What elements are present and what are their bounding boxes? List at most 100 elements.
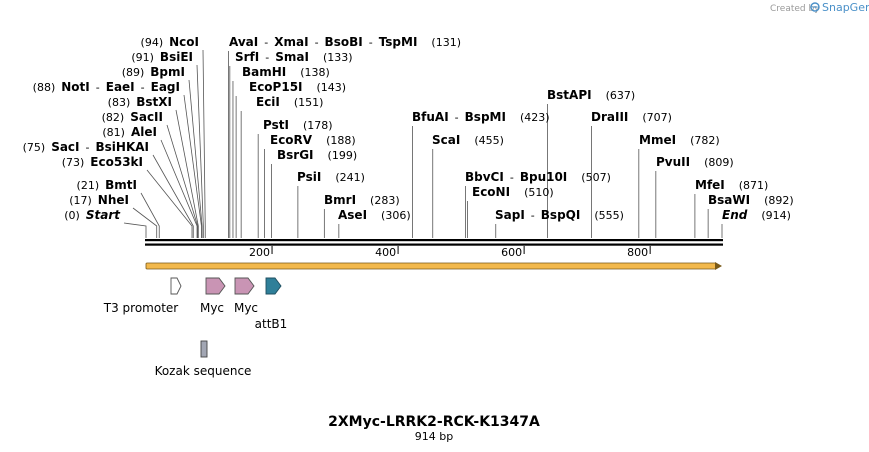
site-label: (21)BmtI <box>77 178 137 192</box>
site-psti: PstI(178) <box>263 118 333 132</box>
site-label: BamHI(138) <box>242 65 330 79</box>
dna-backbone <box>145 239 723 246</box>
site-leader <box>196 64 204 238</box>
site-start: (0)Start <box>64 208 121 222</box>
site-leader <box>202 49 206 238</box>
site-ecop15i: EcoP15I(143) <box>249 80 346 94</box>
site-label: EcoRV(188) <box>270 133 356 147</box>
site-label: AseI(306) <box>338 208 411 222</box>
site-label: EciI(151) <box>256 95 323 109</box>
site-label: (17)NheI <box>69 193 129 207</box>
feature-myc-1: Myc <box>200 277 226 315</box>
site-leader <box>166 124 199 238</box>
site-leader <box>152 154 194 238</box>
site-leader <box>132 207 158 238</box>
site-label: EcoP15I(143) <box>249 80 346 94</box>
site-leader <box>175 109 199 238</box>
site-pvuii: PvuII(809) <box>656 155 734 169</box>
site-label: MmeI(782) <box>639 133 720 147</box>
site-label: End(914) <box>722 208 791 222</box>
site-label: (94)NcoI <box>141 35 199 49</box>
feature-label: Myc <box>234 301 258 315</box>
site-noti-eaei-eagi: (88)NotI-EaeI-EagI <box>33 80 180 94</box>
feature-t3-promoter: T3 promoter <box>103 277 182 315</box>
site-psii: PsiI(241) <box>297 170 365 184</box>
site-label: BsaWI(892) <box>708 193 794 207</box>
snapgene-brand-label: SnapGene <box>822 1 869 14</box>
feature-label: attB1 <box>255 317 288 331</box>
site-srfi-smai: SrfI-SmaI(133) <box>235 50 353 64</box>
site-label: PvuII(809) <box>656 155 734 169</box>
site-nhei: (17)NheI <box>69 193 129 207</box>
site-label: BstAPI(637) <box>547 88 635 102</box>
site-bsrgi: BsrGI(199) <box>277 148 357 162</box>
feature-attb1: attB1 <box>255 277 288 331</box>
site-leader-lines <box>123 49 723 238</box>
feature-kozak-sequence: Kozak sequence <box>155 340 252 378</box>
site-label: BfuAI-BspMI(423) <box>412 110 550 124</box>
ruler-label: 200 <box>249 246 270 259</box>
site-mmei: MmeI(782) <box>639 133 720 147</box>
site-bsiei: (91)BsiEI <box>131 50 193 64</box>
site-label: (73)Eco53kI <box>62 155 143 169</box>
site-leader <box>140 192 160 238</box>
restriction-sites: (0)Start(17)NheI(21)BmtI (73)Eco53kI(75)S… <box>23 35 794 222</box>
snapgene-logo-icon <box>810 2 820 12</box>
site-bpmi: (89)BpmI <box>122 65 185 79</box>
feature-label: T3 promoter <box>103 301 179 315</box>
site-bamhi: BamHI(138) <box>242 65 330 79</box>
site-label: (88)NotI-EaeI-EagI <box>33 80 180 94</box>
site-bstxi: (83)BstXI <box>108 95 172 109</box>
site-end: End(914) <box>722 208 791 222</box>
site-ecii: EciI(151) <box>256 95 323 109</box>
site-label: (91)BsiEI <box>131 50 193 64</box>
site-label: (0)Start <box>64 208 121 222</box>
created-by-label: Created by <box>770 4 820 14</box>
site-label: PsiI(241) <box>297 170 365 184</box>
site-label: BbvCI-Bpu10I(507) <box>465 170 611 184</box>
site-scai: ScaI(455) <box>432 133 504 147</box>
site-bstapi: BstAPI(637) <box>547 88 635 102</box>
site-ecorv: EcoRV(188) <box>270 133 356 147</box>
site-leader <box>188 79 203 238</box>
site-label: (82)SacII <box>102 110 163 124</box>
site-ncoi: (94)NcoI <box>141 35 199 49</box>
site-label: ScaI(455) <box>432 133 504 147</box>
ruler-label: 400 <box>375 246 396 259</box>
site-label: (81)AleI <box>102 125 157 139</box>
site-label: MfeI(871) <box>695 178 768 192</box>
site-leader <box>146 169 193 238</box>
site-label: PstI(178) <box>263 118 333 132</box>
site-label: (75)SacI-BsiHKAI <box>23 140 149 154</box>
site-label: SrfI-SmaI(133) <box>235 50 353 64</box>
site-label: EcoNI(510) <box>472 185 554 199</box>
feature-label: Kozak sequence <box>155 364 252 378</box>
site-label: AvaI-XmaI-BsoBI-TspMI(131) <box>229 35 461 49</box>
plasmid-name: 2XMyc-LRRK2-RCK-K1347A <box>328 414 540 430</box>
orf-arrow <box>145 262 722 270</box>
site-label: SapI-BspQI(555) <box>495 208 624 222</box>
site-eco53ki: (73)Eco53kI <box>62 155 143 169</box>
site-bbvci-bpu10i: BbvCI-Bpu10I(507) <box>465 170 611 184</box>
site-label: DraIII(707) <box>591 110 672 124</box>
site-leader <box>160 139 198 238</box>
site-econi: EcoNI(510) <box>472 185 554 199</box>
site-label: BsrGI(199) <box>277 148 357 162</box>
site-leader <box>183 94 202 238</box>
feature-myc-2: Myc <box>234 277 258 315</box>
site-leader <box>123 222 147 238</box>
site-bsawi: BsaWI(892) <box>708 193 794 207</box>
site-bfuai-bspmi: BfuAI-BspMI(423) <box>412 110 550 124</box>
site-alei: (81)AleI <box>102 125 157 139</box>
site-draiii: DraIII(707) <box>591 110 672 124</box>
ruler-label: 800 <box>627 246 648 259</box>
site-sapi-bspqi: SapI-BspQI(555) <box>495 208 624 222</box>
feature-label: Myc <box>200 301 224 315</box>
site-saci-bsihkai: (75)SacI-BsiHKAI <box>23 140 149 154</box>
site-asei: AseI(306) <box>338 208 411 222</box>
ruler-label: 600 <box>501 246 522 259</box>
position-ruler: 200 400 600 800 <box>249 246 651 259</box>
plasmid-length: 914 bp <box>415 430 453 443</box>
site-avai-xmai-bsobi-tspmi: AvaI-XmaI-BsoBI-TspMI(131) <box>229 35 461 49</box>
